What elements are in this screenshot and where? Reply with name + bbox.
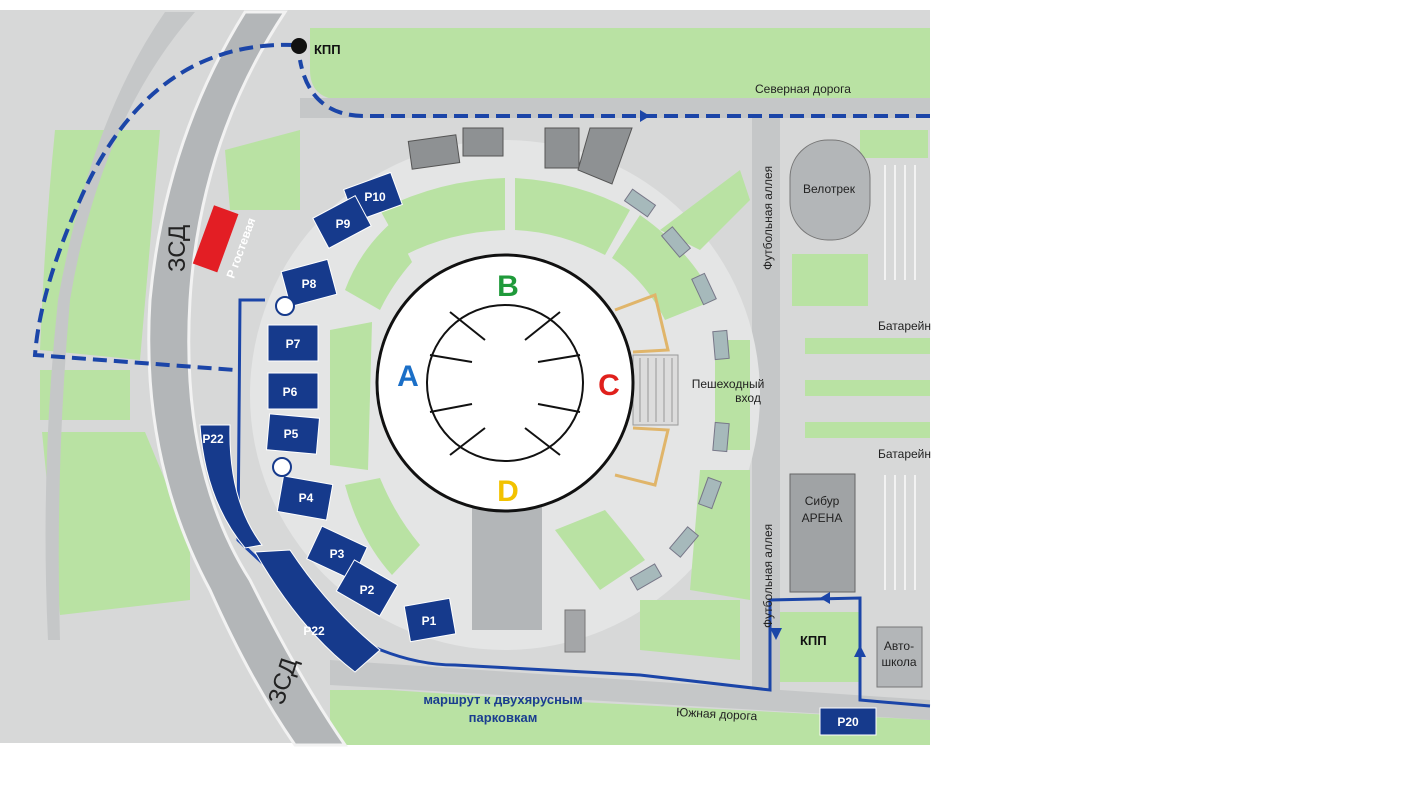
football-alley-top-label: Футбольная аллея [761, 166, 775, 270]
bus-icon-lower [272, 457, 292, 477]
south-road-label: Южная дорога [676, 705, 758, 723]
zsd-top-label: ЗСД [164, 225, 191, 272]
p10-label: P10 [364, 190, 386, 204]
kpp-north-dot [291, 38, 307, 54]
p9-label: P9 [336, 217, 351, 231]
route-label-2: парковкам [469, 710, 538, 725]
dashed-route [32, 42, 930, 372]
kiosks [623, 188, 730, 591]
right-parking-stripes [884, 165, 916, 590]
velotrek-building [789, 139, 871, 241]
sibur-arena-building [789, 473, 856, 593]
sector-c-label: C [598, 369, 620, 402]
autoschool-building [876, 626, 923, 688]
autoschool-label-1: Авто- [884, 639, 914, 653]
p22-upper-label: P22 [202, 432, 224, 446]
zsd-highway [147, 10, 348, 747]
sector-d-label: D [497, 475, 519, 508]
south-kiosk [564, 609, 586, 653]
p8-label: P8 [302, 277, 317, 291]
sector-b-label: B [497, 270, 519, 303]
south-route-arrow-icon [854, 645, 866, 657]
sibur-label-1: Сибур [805, 494, 840, 508]
pedestrian-entry-label-2: вход [735, 391, 761, 405]
bus-icon-upper [275, 296, 295, 316]
south-route-arrow-up-icon [820, 592, 830, 604]
p3-label: P3 [330, 547, 345, 561]
south-lot [472, 505, 542, 630]
battery-road-2-label: Батарейн [878, 447, 931, 461]
south-route-arrow-down-icon [770, 628, 782, 640]
kpp-south-label: КПП [800, 633, 827, 648]
guest-parking [192, 205, 239, 273]
north-buildings [407, 127, 633, 185]
north-route-arrow-icon [640, 110, 650, 122]
p20-label: P20 [837, 715, 859, 729]
sector-a-label: A [397, 360, 419, 393]
route-label-1: маршрут к двухярусным [423, 692, 582, 707]
north-road-label: Северная дорога [755, 82, 851, 96]
autoschool-label-2: школа [881, 655, 916, 669]
kpp-north-label: КПП [314, 42, 341, 57]
p7-label: P7 [286, 337, 301, 351]
p6-label: P6 [283, 385, 298, 399]
sibur-label-2: АРЕНА [802, 511, 843, 525]
p5-label: P5 [284, 427, 299, 441]
p2-label: P2 [360, 583, 375, 597]
stadium-inner [426, 304, 584, 462]
pedestrian-entry-outline [614, 292, 670, 487]
stadium-pylons [429, 311, 581, 456]
p22-lower-label: P22 [303, 624, 325, 638]
p1-label: P1 [422, 614, 437, 628]
parking-lots [199, 171, 877, 736]
velotrek-label: Велотрек [803, 182, 856, 196]
pedestrian-entry-label-1: Пешеходный [692, 377, 765, 391]
p4-label: P4 [299, 491, 314, 505]
south-road-band [330, 660, 930, 720]
battery-road-1-label: Батарейн [878, 319, 931, 333]
football-alley-bottom-label: Футбольная аллея [761, 524, 775, 628]
lawn-segments [330, 170, 750, 660]
